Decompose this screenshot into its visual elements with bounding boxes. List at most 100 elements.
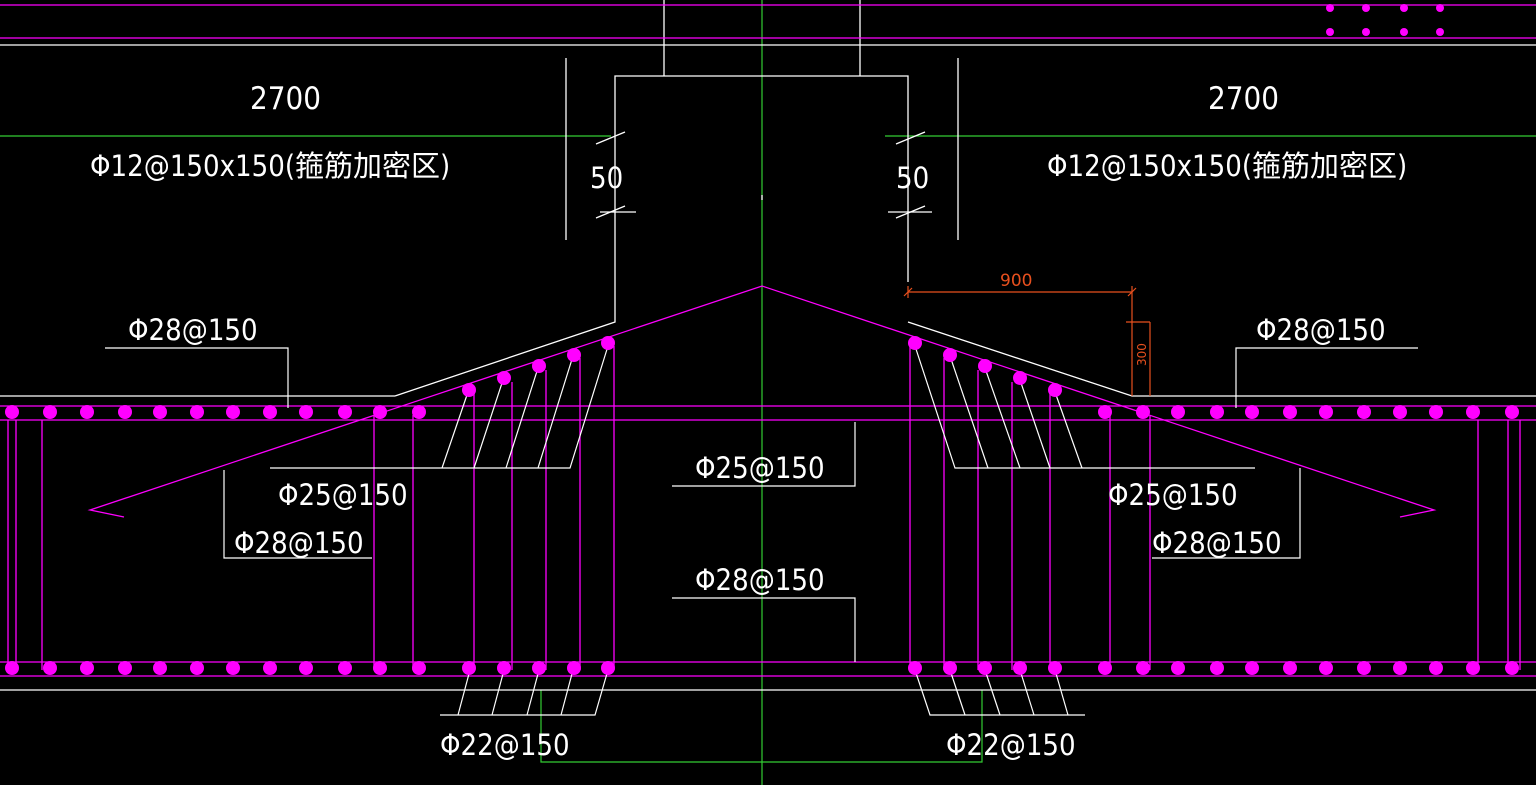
right-stirrup-note: Φ12@150x150(箍筋加密区) — [1047, 149, 1407, 183]
rebar-dot-bottom-layer — [1013, 661, 1027, 675]
rebar-dot-bottom-layer — [1048, 661, 1062, 675]
rebar-dot-top-layer — [1245, 405, 1259, 419]
rebar-dot-bottom-layer — [1283, 661, 1297, 675]
rebar-dot-top-layer — [338, 405, 352, 419]
rebar-dot-top-layer — [412, 405, 426, 419]
rebar-dot-top-layer — [1357, 405, 1371, 419]
rebar-dot-top-layer — [1505, 405, 1519, 419]
rebar-dot-bottom-layer — [601, 661, 615, 675]
rebar-dot-marker — [1436, 28, 1444, 36]
rebar-dot-bottom-layer — [299, 661, 313, 675]
rebar-dot-top-layer — [1283, 405, 1297, 419]
rebar-dot-bottom-layer — [412, 661, 426, 675]
rebar-dot-top-layer — [5, 405, 19, 419]
right-cover-dimension: 50 — [896, 161, 929, 195]
rebar-lines — [0, 4, 1536, 677]
rebar-dot-bottom-layer — [1245, 661, 1259, 675]
rebar-dot-bottom-layer — [338, 661, 352, 675]
rebar-dot-inclined — [1048, 383, 1062, 397]
left-cover-dimension: 50 — [590, 161, 623, 195]
haunch-dimension-lines — [903, 286, 1151, 396]
top-left-rebar-label: Φ28@150 — [128, 313, 258, 347]
rebar-dot-bottom-layer — [1505, 661, 1519, 675]
rebar-dot-inclined — [532, 359, 546, 373]
rebar-dot-top-layer — [263, 405, 277, 419]
rebar-dot-marker — [1362, 28, 1370, 36]
rebar-dot-bottom-layer — [908, 661, 922, 675]
center-bottom-rebar-label: Φ28@150 — [695, 563, 825, 597]
rebar-dot-marker — [1326, 28, 1334, 36]
labels: 2700 2700 Φ12@150x150(箍筋加密区) Φ12@150x150… — [90, 81, 1407, 762]
rebar-dot-top-layer — [80, 405, 94, 419]
rebar-dot-top-layer — [226, 405, 240, 419]
rebar-dot-bottom-layer — [978, 661, 992, 675]
rebar-dot-bottom-layer — [567, 661, 581, 675]
rebar-dot-bottom-layer — [1357, 661, 1371, 675]
left-stirrup-note: Φ12@150x150(箍筋加密区) — [90, 149, 450, 183]
left-inclined-rebar-label: Φ25@150 — [278, 478, 408, 512]
center-top-rebar-label: Φ25@150 — [695, 451, 825, 485]
rebar-dot-top-layer — [373, 405, 387, 419]
rebar-dot-bottom-layer — [1171, 661, 1185, 675]
rebar-dot-bottom-layer — [1429, 661, 1443, 675]
rebar-dot-top-layer — [1319, 405, 1333, 419]
rebar-dot-inclined — [601, 336, 615, 350]
rebar-dot-inclined — [1013, 371, 1027, 385]
rebar-dot-top-layer — [190, 405, 204, 419]
rebar-dot-marker — [1400, 28, 1408, 36]
rebar-dots — [5, 4, 1519, 675]
right-inclined-rebar-label: Φ25@150 — [1108, 478, 1238, 512]
leader-lines — [105, 345, 1418, 716]
right-lower-rebar-label: Φ28@150 — [1152, 526, 1282, 560]
rebar-dot-inclined — [462, 383, 476, 397]
rebar-dot-top-layer — [1393, 405, 1407, 419]
rebar-dot-bottom-layer — [1466, 661, 1480, 675]
rebar-dot-top-layer — [1136, 405, 1150, 419]
left-lower-rebar-label: Φ28@150 — [234, 526, 364, 560]
rebar-dot-top-layer — [153, 405, 167, 419]
rebar-dot-bottom-layer — [118, 661, 132, 675]
rebar-dot-bottom-layer — [226, 661, 240, 675]
rebar-dot-bottom-layer — [263, 661, 277, 675]
rebar-dot-top-layer — [1098, 405, 1112, 419]
rebar-dot-inclined — [978, 359, 992, 373]
rebar-dot-marker — [1400, 4, 1408, 12]
rebar-dot-marker — [1326, 4, 1334, 12]
rebar-dot-bottom-layer — [80, 661, 94, 675]
rebar-dot-bottom-layer — [1136, 661, 1150, 675]
rebar-dot-top-layer — [1171, 405, 1185, 419]
top-right-rebar-label: Φ28@150 — [1256, 313, 1386, 347]
rebar-dot-top-layer — [1466, 405, 1480, 419]
rebar-dot-bottom-layer — [373, 661, 387, 675]
rebar-dot-top-layer — [1429, 405, 1443, 419]
rebar-dot-bottom-layer — [1393, 661, 1407, 675]
rebar-dot-inclined — [908, 336, 922, 350]
rebar-dot-bottom-layer — [1098, 661, 1112, 675]
rebar-dot-inclined — [567, 348, 581, 362]
haunch-width-dimension: 900 — [1000, 271, 1032, 291]
rebar-dot-top-layer — [1210, 405, 1224, 419]
rebar-dot-inclined — [943, 348, 957, 362]
rebar-dot-bottom-layer — [43, 661, 57, 675]
rebar-dot-marker — [1362, 4, 1370, 12]
rebar-dot-bottom-layer — [1319, 661, 1333, 675]
bottom-left-rebar-label: Φ22@150 — [440, 728, 570, 762]
rebar-dot-bottom-layer — [462, 661, 476, 675]
rebar-dot-top-layer — [299, 405, 313, 419]
rebar-dot-bottom-layer — [5, 661, 19, 675]
rebar-dot-top-layer — [43, 405, 57, 419]
rebar-dot-bottom-layer — [190, 661, 204, 675]
rebar-dot-bottom-layer — [497, 661, 511, 675]
rebar-dot-bottom-layer — [943, 661, 957, 675]
right-span-dimension: 2700 — [1208, 81, 1279, 117]
rebar-dot-inclined — [497, 371, 511, 385]
rebar-dot-bottom-layer — [532, 661, 546, 675]
rebar-dot-bottom-layer — [153, 661, 167, 675]
rebar-dot-marker — [1436, 4, 1444, 12]
haunch-height-dimension: 300 — [1135, 343, 1149, 366]
left-span-dimension: 2700 — [250, 81, 321, 117]
rebar-dot-top-layer — [118, 405, 132, 419]
rebar-dot-bottom-layer — [1210, 661, 1224, 675]
